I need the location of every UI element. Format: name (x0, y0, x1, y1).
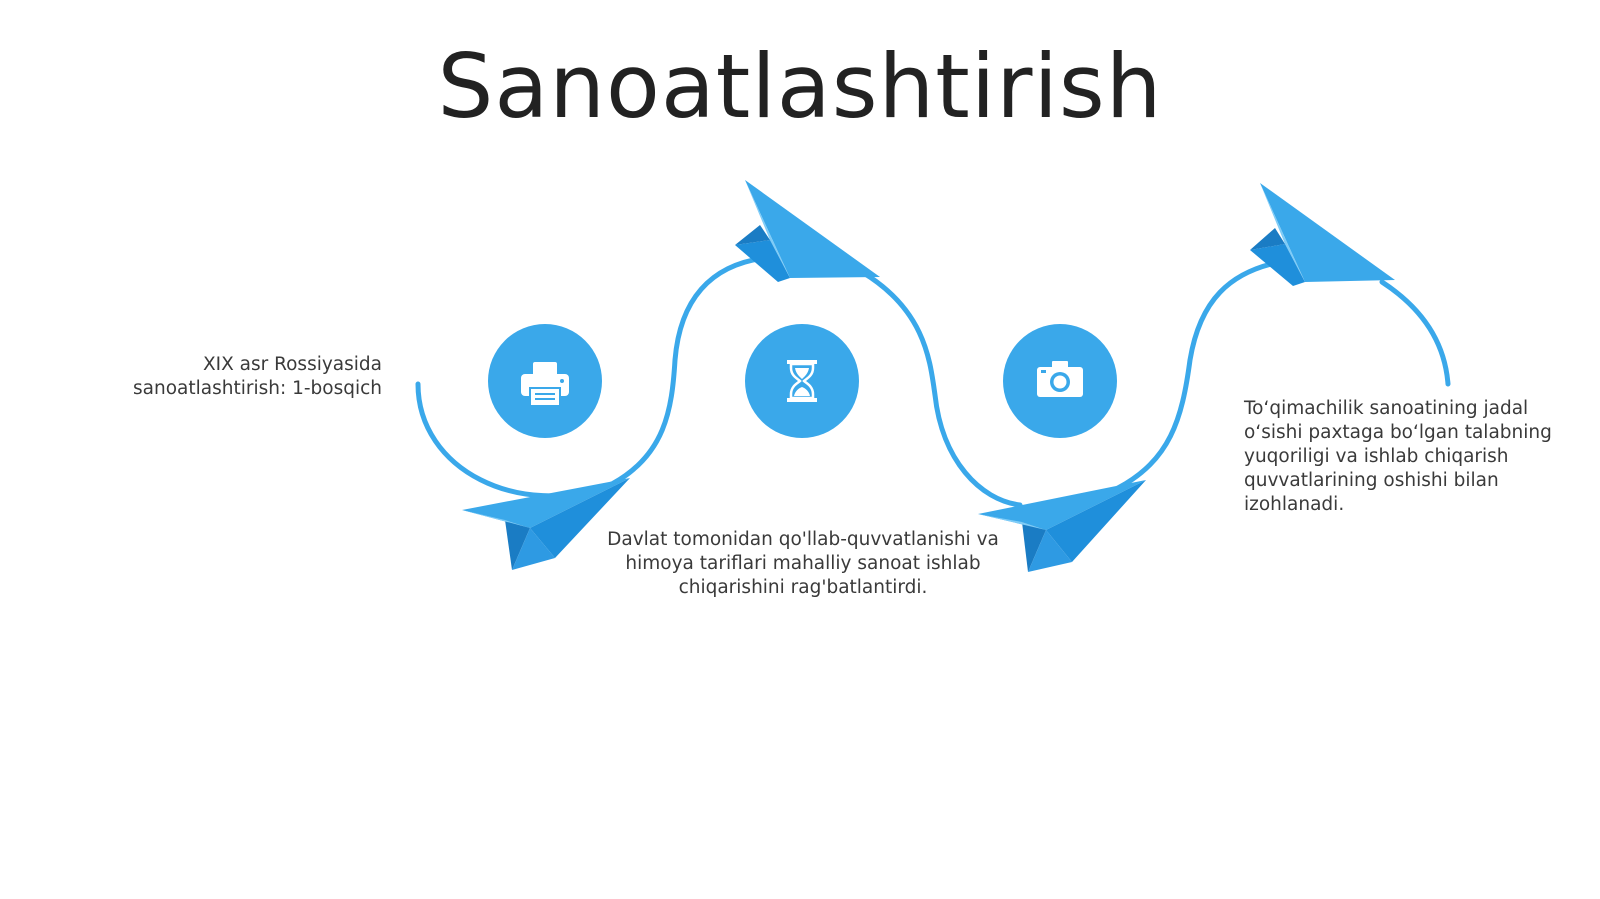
camera-icon (1037, 361, 1083, 397)
step-2-circle (745, 324, 859, 438)
paper-plane-1 (462, 478, 630, 570)
slide-title: Sanoatlashtirish (437, 35, 1163, 138)
step-3 (1003, 324, 1117, 438)
step-2 (745, 324, 859, 438)
printer-icon (521, 362, 569, 407)
step-2-caption: Davlat tomonidan qo'llab-quvvatlanishi v… (607, 529, 999, 598)
step-1 (488, 324, 602, 438)
paper-plane-2 (735, 180, 880, 282)
paper-plane-3 (978, 480, 1146, 572)
wave-segment-3 (859, 269, 1023, 508)
hourglass-icon (787, 360, 817, 402)
wave-segment-4 (1115, 259, 1283, 491)
step-1-caption: XIX asr Rossiyasida sanoatlashtirish: 1-… (133, 354, 382, 399)
step-3-caption: To‘qimachilik sanoatining jadal o‘sishi … (1244, 398, 1552, 515)
paper-plane-4 (1250, 183, 1395, 286)
wave-segment-5 (1379, 279, 1451, 387)
wave-segment-2 (609, 255, 768, 487)
